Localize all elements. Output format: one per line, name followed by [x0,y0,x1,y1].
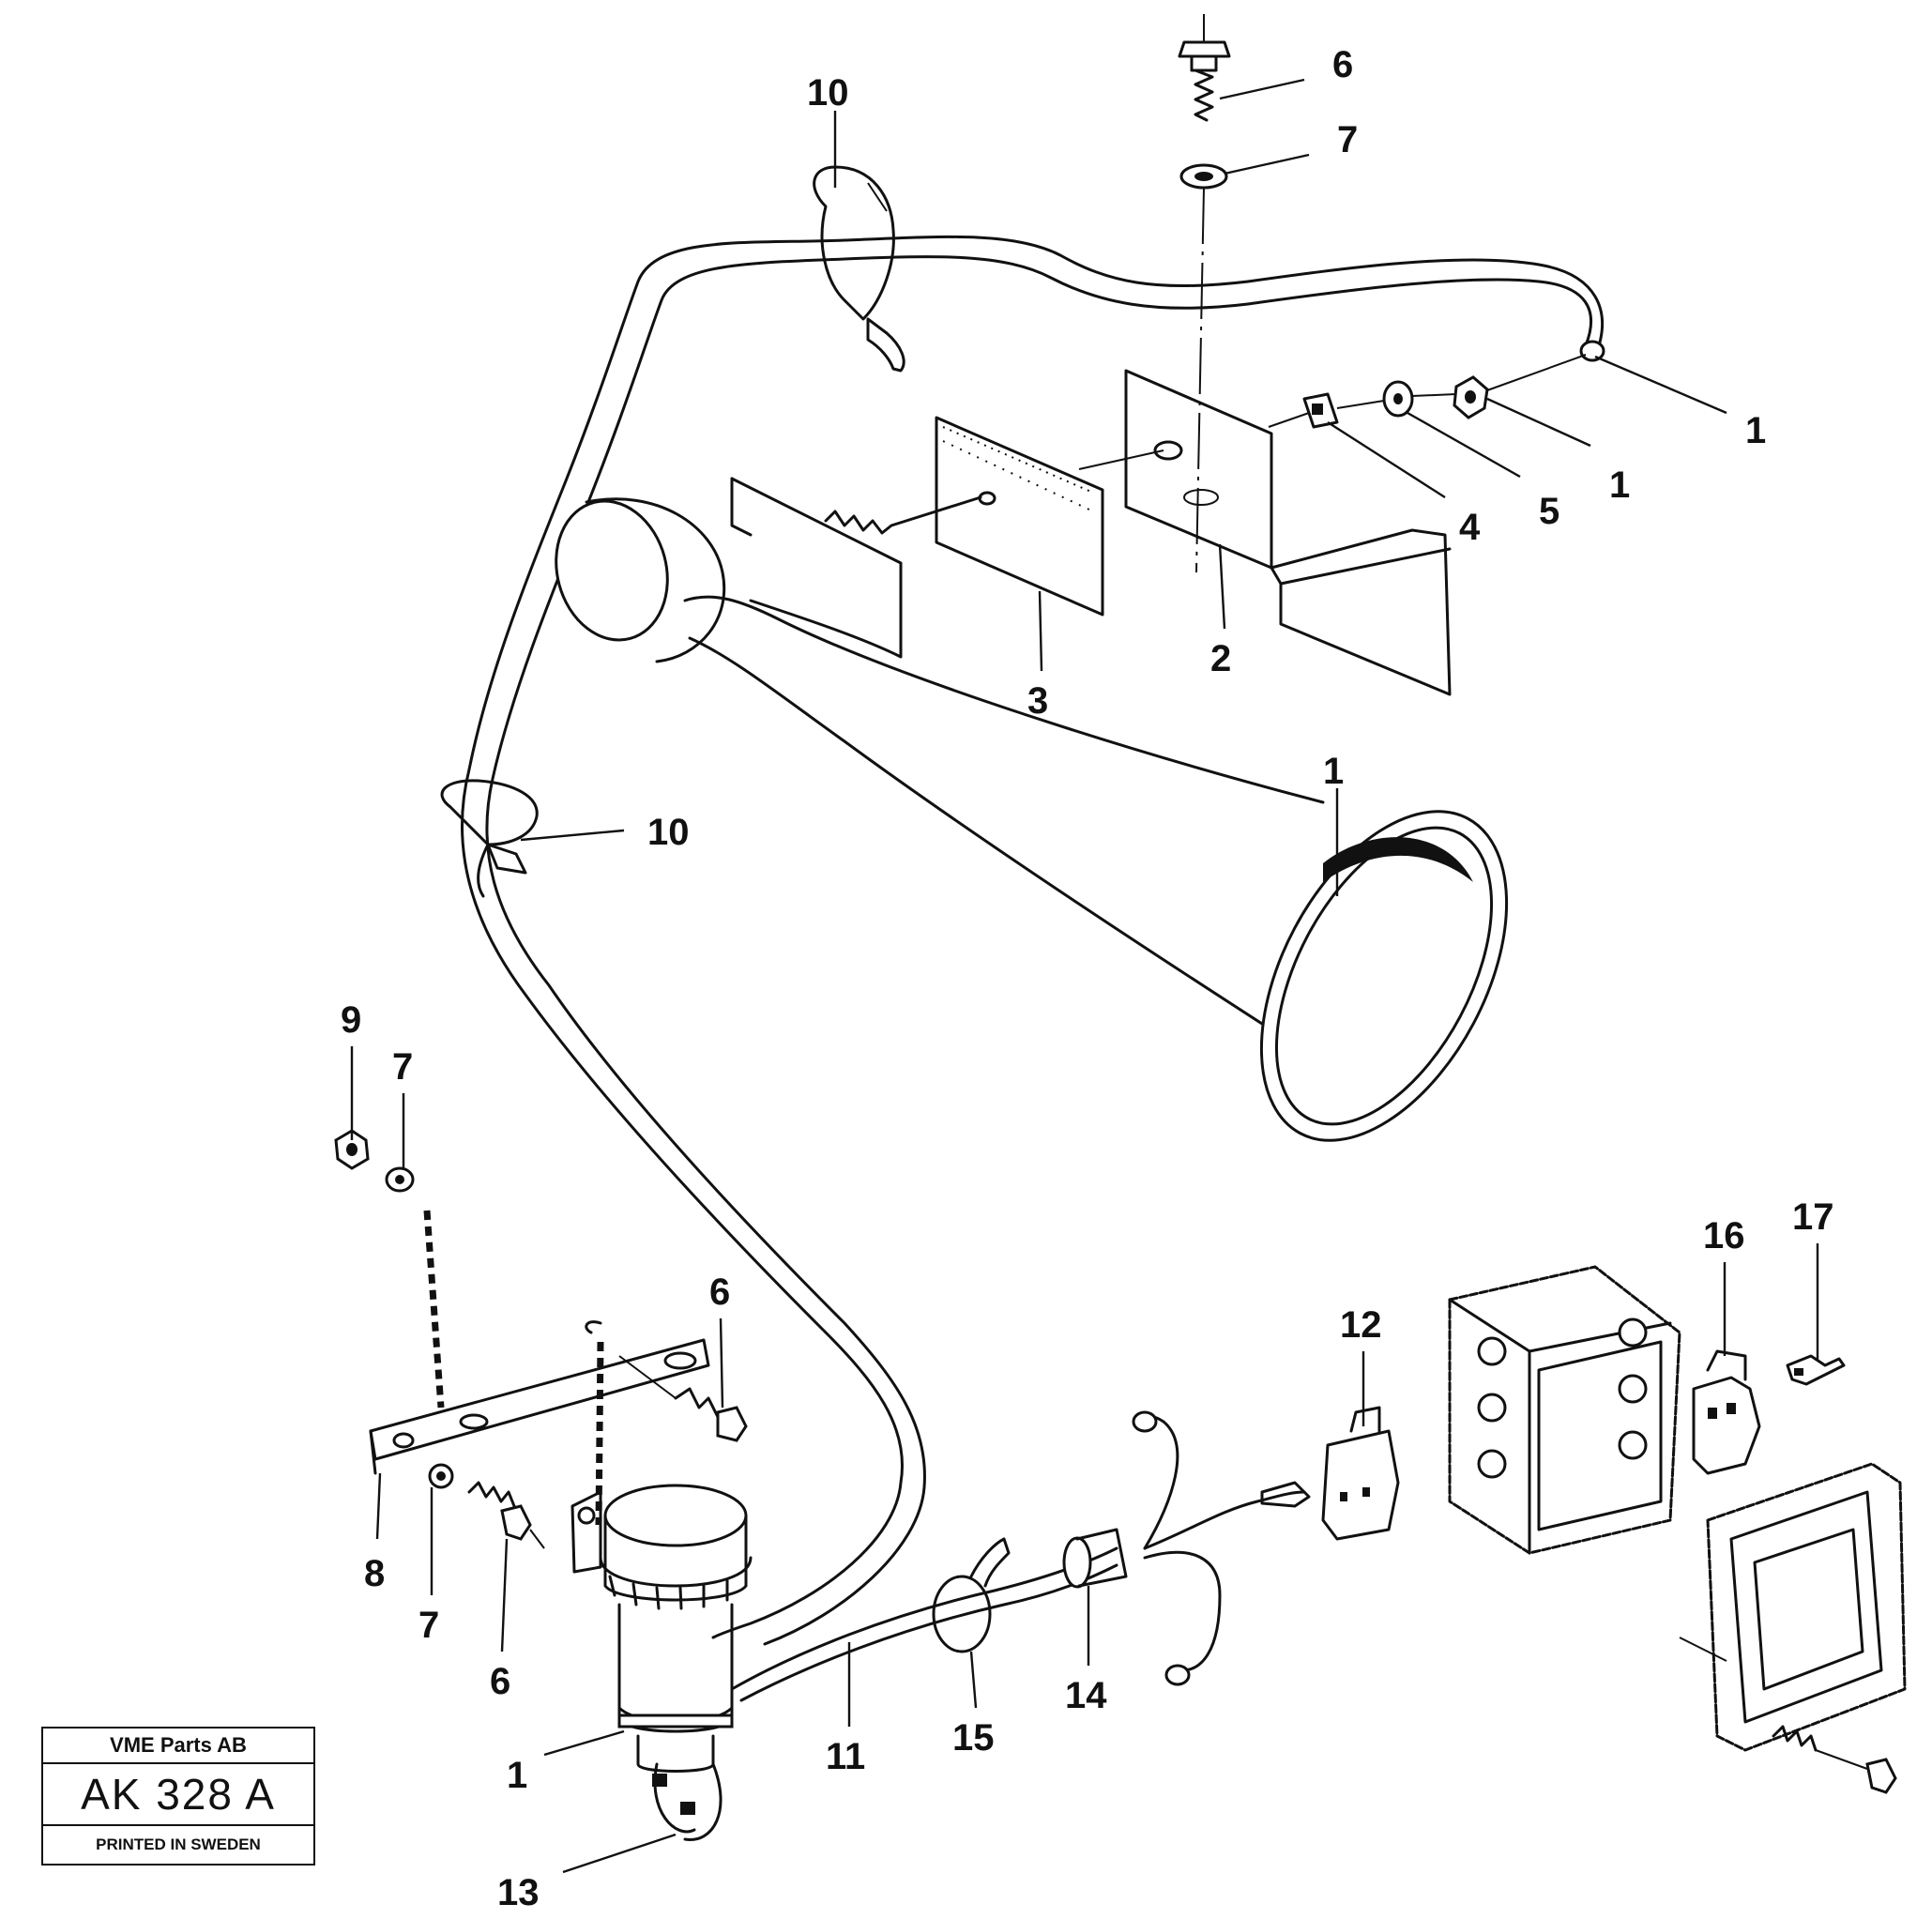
cable-tie-middle [440,779,539,898]
callout-12: 12 [1340,1304,1382,1346]
callout-4: 4 [1459,507,1481,548]
dashed-guide-left [423,1210,445,1409]
callout-7-left: 7 [392,1046,413,1088]
bolt-mid [618,1355,748,1442]
title-block: VME Parts AB AK 328 A PRINTED IN SWEDEN [41,1727,315,1866]
callout-6-bottom: 6 [490,1661,510,1702]
solenoid-valve [570,1484,753,1841]
callout-16: 16 [1703,1215,1745,1256]
square-nut [1302,392,1339,429]
rubber-pad [935,416,1104,617]
callout-6-top: 6 [1332,44,1353,85]
company-name: VME Parts AB [43,1729,313,1764]
callout-17: 17 [1792,1196,1834,1238]
leader-lines [350,78,1819,1874]
connector-12 [1321,1406,1400,1541]
callout-14: 14 [1065,1675,1107,1716]
callout-labels: 6 7 10 1 1 5 4 2 3 1 10 9 7 6 8 7 6 1 13… [341,44,1834,1913]
callout-1-valve: 1 [507,1755,527,1796]
callout-15: 15 [952,1717,995,1759]
relay-16 [1692,1349,1761,1475]
washer-7-bottom [428,1463,454,1489]
bolt-top [1178,14,1231,122]
callout-13: 13 [497,1872,540,1913]
callout-2: 2 [1210,638,1231,679]
callout-10-top: 10 [807,72,849,114]
callout-6-mid: 6 [709,1272,730,1313]
bolt-bottom [467,1481,545,1549]
drawing-code: AK 328 A [43,1764,313,1826]
callout-7-top: 7 [1337,119,1358,160]
callout-7-bottom: 7 [418,1605,439,1646]
junction-box-cover [1679,1462,1907,1794]
wire-harness [730,1410,1311,1702]
grommet-14 [1062,1528,1128,1589]
callout-1-horn: 1 [1323,751,1344,792]
cable-tie-top [813,165,905,373]
callout-10-mid: 10 [647,812,690,853]
mounting-bracket [1124,369,1452,696]
mounting-strap [369,1338,710,1475]
printed-note: PRINTED IN SWEDEN [96,1835,261,1853]
nut-9 [334,1129,370,1170]
junction-box [1448,1265,1681,1555]
callout-8: 8 [364,1553,385,1594]
callout-9: 9 [341,999,361,1041]
callout-1-nut: 1 [1609,465,1630,506]
callout-5: 5 [1539,491,1559,532]
air-hose [461,235,1605,1646]
center-line-top [1195,187,1205,573]
callout-1-hose-end: 1 [1745,410,1766,451]
nut-1 [1453,375,1489,419]
cable-tie-15 [932,1537,1011,1653]
terminal-17 [1786,1354,1846,1386]
air-horn [555,477,1509,1142]
washer-7-left [385,1166,415,1193]
callout-11: 11 [826,1736,865,1777]
washer-5 [1382,380,1414,418]
hose-end [1579,340,1605,362]
washer-top [1179,163,1228,190]
callout-3: 3 [1027,680,1048,722]
